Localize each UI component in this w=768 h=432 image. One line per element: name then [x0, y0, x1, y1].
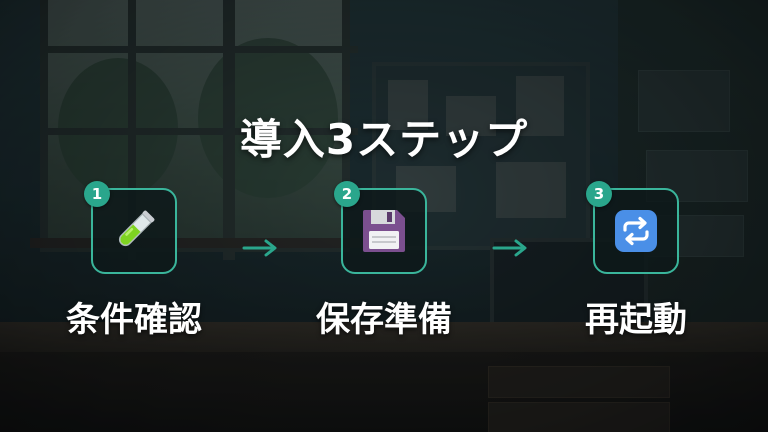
arrow-right-icon — [242, 238, 282, 258]
step-1-badge: 1 — [84, 181, 110, 207]
arrow-right-icon — [492, 238, 532, 258]
step-2-label: 保存準備 — [304, 292, 464, 341]
step-3[interactable]: 3 再起動 — [556, 188, 716, 341]
step-3-badge: 3 — [586, 181, 612, 207]
step-3-icon-box[interactable]: 3 — [593, 188, 679, 274]
step-2-icon-box[interactable]: 2 — [341, 188, 427, 274]
step-1[interactable]: 1 条件確認 — [54, 188, 214, 341]
step-2[interactable]: 2 保存準備 — [304, 188, 464, 341]
step-1-label: 条件確認 — [54, 292, 214, 341]
page-title: 導入3ステップ — [0, 106, 768, 167]
step-1-icon-box[interactable]: 1 — [91, 188, 177, 274]
step-3-label: 再起動 — [556, 292, 716, 341]
repeat-arrows-icon — [612, 207, 660, 255]
test-tube-icon — [108, 205, 160, 257]
floppy-disk-icon — [359, 206, 409, 256]
step-2-badge: 2 — [334, 181, 360, 207]
